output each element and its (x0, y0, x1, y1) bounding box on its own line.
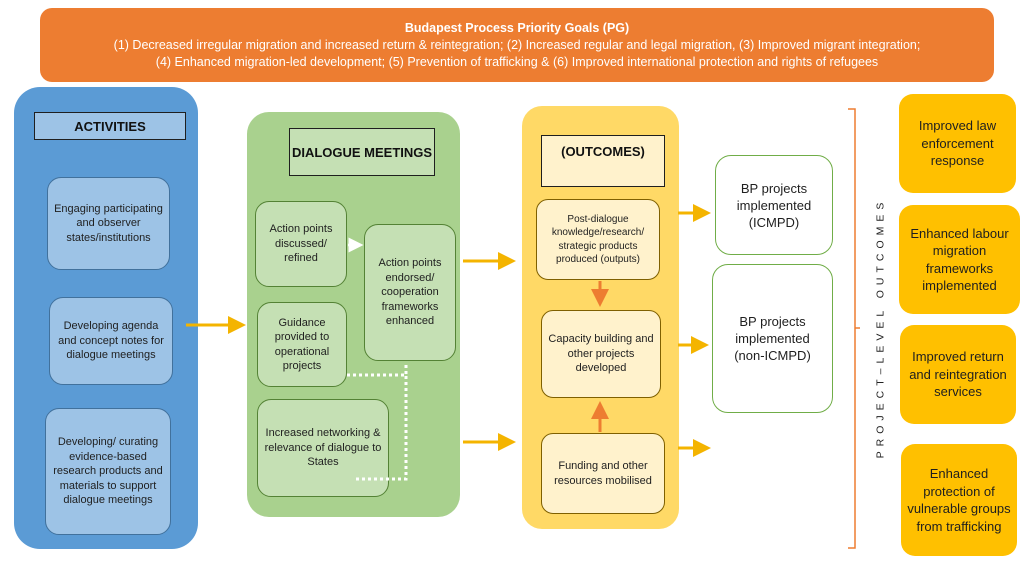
dialogue-guidance-provided: Guidance provided to operational project… (257, 302, 347, 387)
banner-line-1: (1) Decreased irregular migration and in… (113, 37, 921, 52)
result-trafficking-protection: Enhanced protection of vulnerable groups… (901, 444, 1017, 556)
priority-goals-banner: Budapest Process Priority Goals (PG) (1)… (40, 8, 994, 82)
project-level-bracket (848, 108, 860, 549)
outcome-capacity-building: Capacity building and other projects dev… (541, 310, 661, 398)
dotted-connector-networking (356, 375, 408, 481)
activity-agenda-notes: Developing agenda and concept notes for … (49, 297, 173, 385)
result-labour-migration: Enhanced labour migration frameworks imp… (899, 205, 1020, 314)
outcome-funding-mobilised: Funding and other resources mobilised (541, 433, 665, 514)
banner-line-2: (4) Enhanced migration-led development; … (155, 54, 879, 69)
dialogue-action-points-endorsed: Action points endorsed/ cooperation fram… (364, 224, 456, 361)
dialogue-heading: DIALOGUE MEETINGS (289, 128, 435, 176)
bp-projects-icmpd: BP projects implemented (ICMPD) (715, 155, 833, 255)
activity-research-products: Developing/ curating evidence-based rese… (45, 408, 171, 535)
activity-engaging-states: Engaging participating and observer stat… (47, 177, 170, 270)
dialogue-action-points-discussed: Action points discussed/ refined (255, 201, 347, 287)
banner-title: Budapest Process Priority Goals (PG) (404, 20, 630, 35)
dialogue-increased-networking: Increased networking & relevance of dial… (257, 399, 389, 497)
outcome-post-dialogue-products: Post-dialogue knowledge/research/ strate… (536, 199, 660, 280)
result-return-reintegration: Improved return and reintegration servic… (900, 325, 1016, 424)
dotted-connector-guidance (347, 362, 408, 377)
result-law-enforcement: Improved law enforcement response (899, 94, 1016, 193)
activities-heading: ACTIVITIES (34, 112, 186, 140)
outcomes-heading: (OUTCOMES) (541, 135, 665, 187)
bp-projects-non-icmpd: BP projects implemented (non-ICMPD) (712, 264, 833, 413)
